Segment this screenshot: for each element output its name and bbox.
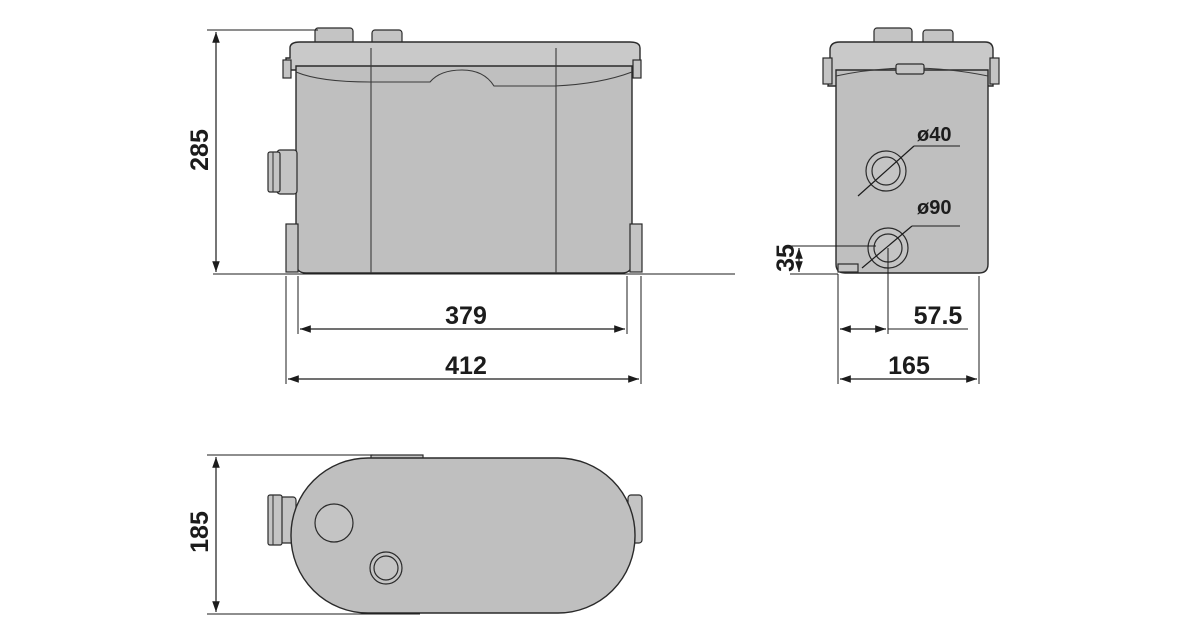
side-handle: [895, 63, 925, 75]
side-body: [835, 69, 989, 274]
front-overall-width-label: 412: [445, 352, 487, 380]
front-lid-seam: [295, 69, 633, 87]
side-clip-right: [989, 57, 1000, 85]
side-outlet-40-label: ø40: [917, 124, 951, 146]
side-165-label: 165: [888, 352, 930, 380]
side-outlet-40-leader: [857, 145, 915, 197]
front-lid: [285, 41, 641, 71]
front-inner-width-label: 379: [445, 302, 487, 330]
front-clip-left: [282, 59, 292, 79]
top-inlet-pipe-end: [267, 494, 283, 546]
side-outlet-90-leader: [861, 225, 913, 269]
top-opening-large: [314, 503, 354, 543]
side-view: ø40 ø90 35 57.5 165: [772, 27, 1000, 384]
front-foot-left: [285, 223, 299, 273]
side-35-label: 35: [772, 244, 800, 272]
front-height-label: 285: [186, 129, 214, 171]
side-clip-left: [822, 57, 833, 85]
front-body: [295, 65, 633, 274]
top-view: 185: [186, 454, 643, 615]
front-foot-right: [629, 223, 643, 273]
front-clip-right: [632, 59, 642, 79]
side-foot: [837, 263, 859, 273]
front-inlet-pipe-end: [267, 151, 281, 193]
top-opening-small-inner: [373, 555, 399, 581]
top-depth-label: 185: [186, 511, 214, 553]
front-view: 285 379 412: [186, 27, 735, 384]
side-outlet-90-label: ø90: [917, 197, 951, 219]
side-57-label: 57.5: [914, 302, 963, 330]
